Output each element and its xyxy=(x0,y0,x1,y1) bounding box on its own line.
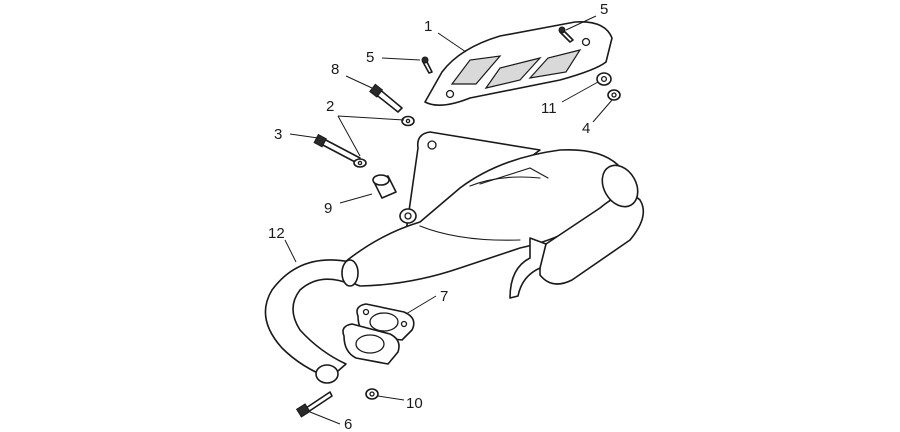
callout-2: 2 xyxy=(326,98,334,115)
callout-8: 8 xyxy=(331,61,339,78)
callout-11: 11 xyxy=(541,100,557,117)
callout-5-left: 5 xyxy=(366,49,374,66)
washer-part-2a xyxy=(353,158,367,168)
exhaust-silencer-part xyxy=(264,131,645,384)
nut-part-11 xyxy=(596,72,612,86)
bushing-part xyxy=(399,208,417,224)
heat-shield-part xyxy=(424,21,613,106)
bolt-part-3 xyxy=(313,133,361,164)
exhaust-flange-part xyxy=(342,303,415,365)
bolt-part-8 xyxy=(369,83,403,113)
callout-3: 3 xyxy=(274,126,282,143)
callout-5-right: 5 xyxy=(600,1,608,18)
nut-part-4 xyxy=(607,89,621,101)
callout-9: 9 xyxy=(324,200,332,217)
callout-labels: 1 2 3 4 5 5 6 7 8 9 10 11 12 xyxy=(268,1,608,432)
callout-6: 6 xyxy=(344,416,352,432)
callout-1: 1 xyxy=(424,18,432,35)
spacer-part-9 xyxy=(372,174,397,199)
leader-lines xyxy=(284,15,613,425)
nut-part-10 xyxy=(365,388,379,400)
bolt-part-6 xyxy=(295,391,333,418)
callout-7: 7 xyxy=(440,288,448,305)
screw-part-5b xyxy=(558,26,574,43)
callout-4: 4 xyxy=(582,120,590,137)
callout-12: 12 xyxy=(268,225,285,242)
screw-part-5a xyxy=(421,56,433,74)
callout-10: 10 xyxy=(406,395,423,412)
washer-part-2b xyxy=(401,115,415,127)
